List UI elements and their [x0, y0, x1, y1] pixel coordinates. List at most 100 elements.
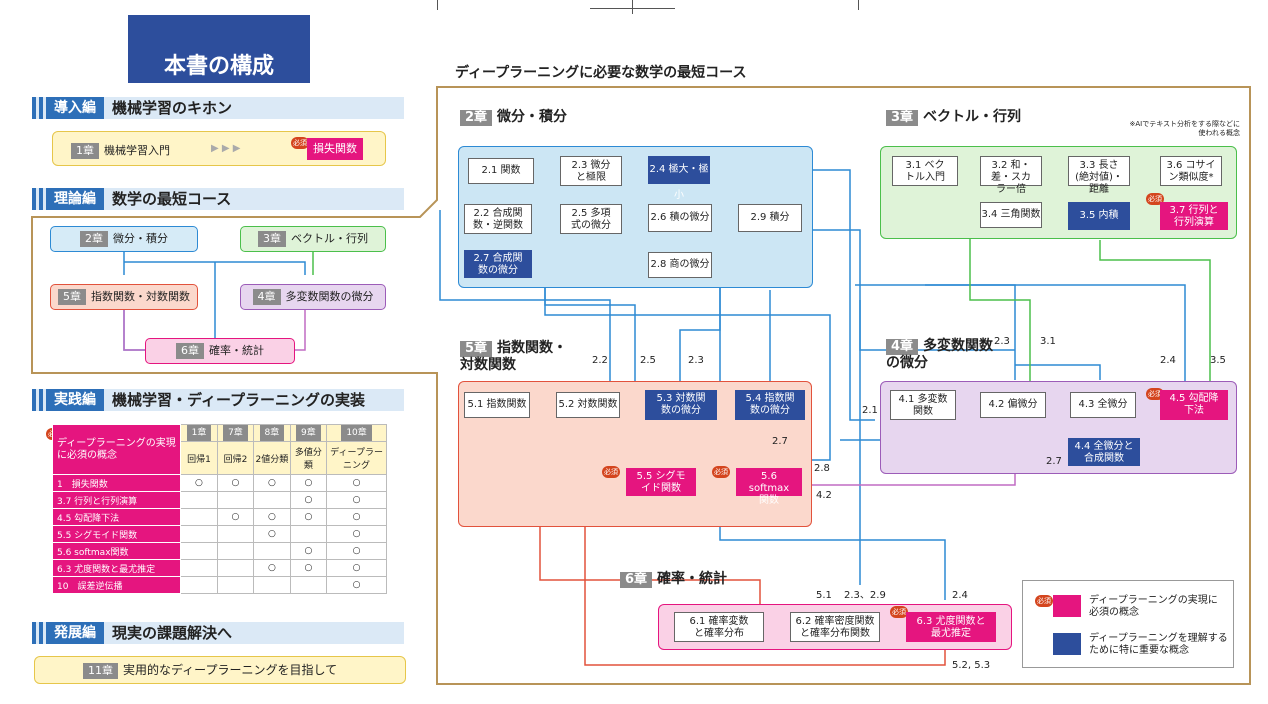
- node-3-4: 3.4 三角関数: [980, 202, 1042, 228]
- section-title: 機械学習のキホン: [112, 99, 233, 117]
- table-row: 5.5 シグモイド関数○○: [51, 525, 387, 543]
- ch2-header: 2章微分・積分: [460, 106, 567, 126]
- required-flag-icon: 必須: [602, 466, 620, 478]
- ref-label: 3.5: [1210, 355, 1226, 366]
- intro-course-box: 1章機械学習入門 ▶ ▶ ▶ 必須 損失関数: [52, 131, 386, 166]
- ref-label: 2.4: [1160, 355, 1176, 366]
- node-3-3: 3.3 長さ(絶対値)・距離: [1068, 156, 1130, 195]
- ref-label: 5.2, 5.3: [952, 660, 991, 671]
- legend-pink-swatch: [1053, 595, 1081, 617]
- required-flag-icon: 必須: [291, 137, 309, 149]
- node-3-5: 3.5 内積: [1068, 202, 1130, 230]
- section-title: 現実の課題解決へ: [112, 624, 233, 642]
- node-2-8: 2.8 商の微分: [648, 252, 712, 278]
- node-2-9: 2.9 積分: [738, 204, 802, 232]
- section-title: 機械学習・ディープラーニングの実装: [112, 391, 366, 409]
- matrix-col-2: 7章: [216, 424, 255, 442]
- node-5-6: 5.6 softmax関数: [736, 468, 802, 506]
- node-5-1: 5.1 指数関数: [464, 392, 530, 418]
- theory-ch5-box: 5章指数関数・対数関数: [50, 284, 198, 310]
- node-2-5: 2.5 多項式の微分: [560, 204, 622, 234]
- node-4-4: 4.4 全微分と合成関数: [1068, 438, 1140, 466]
- loss-function-box: 損失関数: [307, 138, 363, 160]
- node-6-1: 6.1 確率変数と確率分布: [674, 612, 764, 642]
- node-5-4: 5.4 指数関数の微分: [735, 390, 805, 420]
- node-2-4: 2.4 極大・極小: [648, 156, 710, 201]
- arrows-icon: ▶ ▶ ▶: [211, 143, 241, 154]
- node-3-1: 3.1 ベクトル入門: [892, 156, 958, 186]
- section-tag: 発展編: [46, 622, 104, 644]
- table-row: 1 損失関数○○○○○: [51, 474, 387, 492]
- ref-label: 2.7: [772, 436, 788, 447]
- top-divider: [632, 0, 633, 14]
- theory-ch3-box: 3章ベクトル・行列: [240, 226, 386, 252]
- book-structure-banner: 本書の構成: [128, 15, 310, 83]
- node-4-2: 4.2 偏微分: [980, 392, 1046, 418]
- legend-blue-swatch: [1053, 633, 1081, 655]
- ref-label: 5.1: [816, 590, 832, 601]
- ref-label: 2.4: [952, 590, 968, 601]
- section-theory-header: 理論編 数学の最短コース: [32, 188, 404, 210]
- node-3-7: 3.7 行列と行列演算: [1160, 202, 1228, 230]
- ref-label: 3.1: [1040, 336, 1056, 347]
- table-row: 10 誤差逆伝播○: [51, 576, 387, 594]
- node-4-3: 4.3 全微分: [1070, 392, 1136, 418]
- table-row: 6.3 尤度関数と最尤推定○○○: [51, 559, 387, 577]
- section-tag: 実践編: [46, 389, 104, 411]
- node-3-6: 3.6 コサイン類似度*: [1160, 156, 1222, 186]
- legend: 必須 ディープラーニングの実現に必須の概念 ディープラーニングを理解するために特…: [1022, 580, 1234, 668]
- section-practice-header: 実践編 機械学習・ディープラーニングの実装: [32, 389, 404, 411]
- matrix-col-4: 9章: [289, 424, 328, 442]
- section-tag: 導入編: [46, 97, 104, 119]
- section-title: 数学の最短コース: [112, 190, 232, 208]
- ref-label: 2.3、2.9: [844, 590, 886, 601]
- top-divider: [858, 0, 859, 10]
- node-6-3: 6.3 尤度関数と最尤推定: [906, 612, 996, 642]
- diagram-title: ディープラーニングに必要な数学の最短コース: [455, 65, 747, 81]
- ch6-header: 6章確率・統計: [620, 568, 727, 588]
- required-flag-icon: 必須: [1035, 595, 1053, 607]
- theory-ch6-box: 6章確率・統計: [145, 338, 295, 364]
- theory-ch2-box: 2章微分・積分: [50, 226, 198, 252]
- matrix-header-label: ディープラーニングの実現に必須の概念: [51, 424, 182, 475]
- section-tag: 理論編: [46, 188, 104, 210]
- table-row: 4.5 勾配降下法○○○○: [51, 508, 387, 526]
- ch5-header: 5章指数関数・対数関数: [460, 340, 568, 373]
- matrix-col-1: 1章: [180, 424, 218, 442]
- node-4-1: 4.1 多変数関数: [890, 390, 956, 420]
- ref-label: 4.2: [816, 490, 832, 501]
- node-3-2: 3.2 和・差・スカラー倍: [980, 156, 1042, 195]
- required-flag-icon: 必須: [1146, 388, 1164, 400]
- ch4-header: 4章多変数関数の微分: [886, 338, 994, 371]
- node-4-5: 4.5 勾配降下法: [1160, 390, 1228, 420]
- required-flag-icon: 必須: [890, 606, 908, 618]
- ref-label: 2.2: [592, 355, 608, 366]
- concept-matrix: ディープラーニングの実現に必須の概念 1章 7章 8章 9章 10章 回帰1 回…: [51, 424, 387, 594]
- node-5-3: 5.3 対数関数の微分: [645, 390, 717, 420]
- ref-label: 2.3: [688, 355, 704, 366]
- legend-pink-label: ディープラーニングの実現に必須の概念: [1089, 595, 1218, 618]
- chapter-badge: 1章: [71, 143, 99, 159]
- theory-ch4-box: 4章多変数関数の微分: [240, 284, 386, 310]
- ref-label: 2.1: [862, 405, 878, 416]
- required-flag-icon: 必須: [712, 466, 730, 478]
- node-2-6: 2.6 積の微分: [648, 204, 712, 232]
- matrix-col-5: 10章: [326, 424, 387, 442]
- section-intro-header: 導入編 機械学習のキホン: [32, 97, 404, 119]
- node-2-3: 2.3 微分と極限: [560, 156, 622, 186]
- node-6-2: 6.2 確率密度関数と確率分布関数: [790, 612, 880, 642]
- node-2-7: 2.7 合成関数の微分: [464, 250, 532, 278]
- ref-label: 2.7: [1046, 456, 1062, 467]
- ch3-note: ※AIでテキスト分析をする際などに使われる概念: [1129, 120, 1240, 137]
- advanced-course-box: 11章実用的なディープラーニングを目指して: [34, 656, 406, 684]
- table-row: 5.6 softmax関数○○: [51, 542, 387, 560]
- table-row: 3.7 行列と行列演算○○: [51, 491, 387, 509]
- node-2-1: 2.1 関数: [468, 158, 534, 184]
- section-advanced-header: 発展編 現実の課題解決へ: [32, 622, 404, 644]
- node-5-2: 5.2 対数関数: [556, 392, 620, 418]
- matrix-col-3: 8章: [253, 424, 291, 442]
- ch3-header: 3章ベクトル・行列: [886, 106, 1021, 126]
- ref-label: 2.5: [640, 355, 656, 366]
- top-divider: [437, 0, 438, 10]
- node-5-5: 5.5 シグモイド関数: [626, 468, 696, 496]
